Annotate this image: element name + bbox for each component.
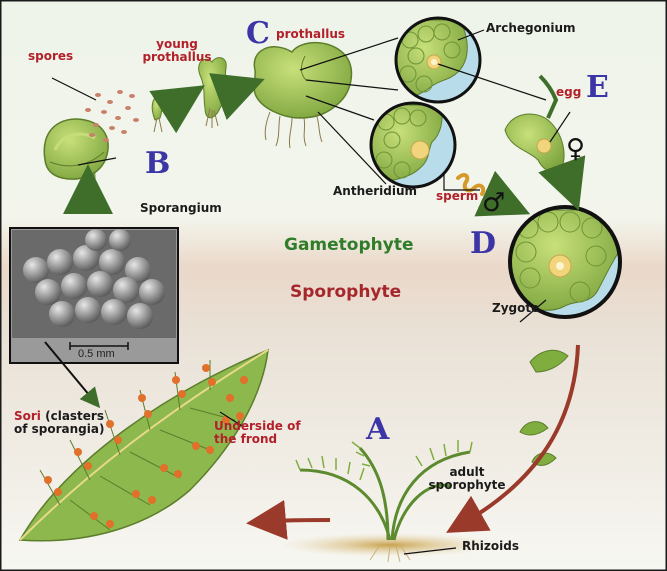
label-spores: spores [28,50,73,63]
label-sori-rest2: of sporangia) [14,422,104,436]
label-young-line2: prothallus [142,50,211,64]
label-egg: egg [556,86,581,99]
label-sperm: sperm [436,190,478,203]
label-sporangium: Sporangium [140,202,222,215]
label-archegonium: Archegonium [486,22,576,35]
stage-letter-e: E [586,72,609,104]
label-scale-bar: 0.5 mm [78,349,115,361]
label-underside-line2: the frond [214,432,277,446]
zone-sporophyte: Sporophyte [290,284,401,302]
sporangia-micrograph [10,228,178,363]
archegonium-inset [396,18,480,102]
stage-letter-c: C [246,18,270,50]
stage-letter-d: D [470,228,496,260]
stage-letter-a: A [366,414,389,446]
zone-gametophyte: Gametophyte [284,237,413,255]
male-symbol: ♂ [482,190,505,217]
label-underside-frond: Underside of the frond [214,420,301,445]
label-prothallus: prothallus [276,28,345,41]
stage-letter-b: B [145,148,170,180]
label-adult-line2: sporophyte [429,478,506,492]
antheridium-inset [371,103,455,187]
label-adult-sporophyte: adult sporophyte [422,466,512,491]
label-young-prothallus: young prothallus [142,38,212,63]
label-zygote: Zygote [492,302,539,315]
label-sori: Sori (clasters of sporangia) [14,410,104,435]
label-antheridium: Antheridium [333,185,417,198]
label-rhizoids: Rhizoids [462,540,519,553]
female-symbol: ♀ [566,136,585,163]
